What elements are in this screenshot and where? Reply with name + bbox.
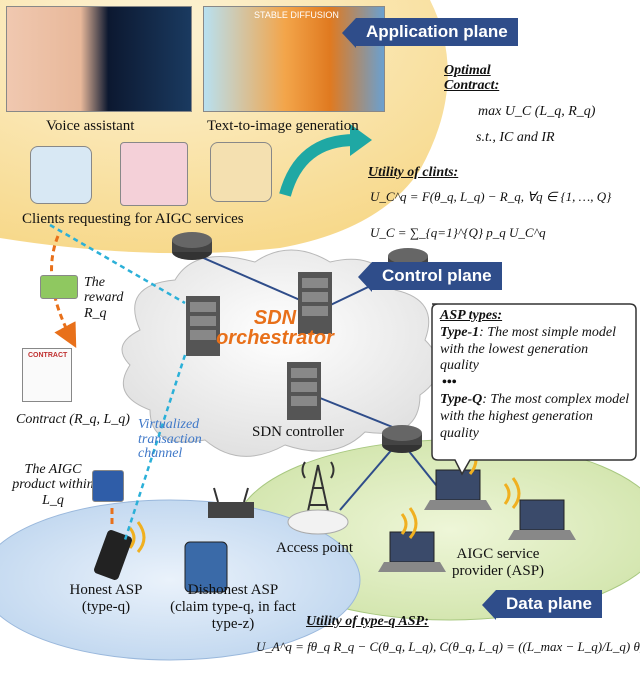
honest-asp-label-2: (type-q) — [81, 599, 131, 615]
contract-document-icon: CONTRACT — [22, 348, 72, 402]
client-utility-eq2: U_C = ∑_{q=1}^{Q} p_q U_C^q — [370, 225, 546, 240]
virtual-channel-label: Virtualized transaction channel — [138, 417, 202, 462]
server-icon — [298, 272, 332, 334]
provider-label-2: provider (ASP) — [451, 563, 545, 579]
smartphone-icon — [94, 530, 132, 580]
client-artist-icon — [120, 142, 188, 206]
text-to-image-label: Text-to-image generation — [207, 118, 359, 134]
server-icon — [186, 296, 220, 356]
access-point-label: Access point — [276, 540, 354, 556]
laptop-icon — [378, 531, 446, 572]
wifi-router-icon — [208, 487, 254, 518]
optimal-contract-constraint: s.t., IC and IR — [476, 130, 555, 145]
asp-utility-eq: U_A^q = fθ_q R_q − C(θ_q, L_q), C(θ_q, L… — [256, 639, 640, 654]
server-icon — [287, 362, 321, 420]
dishonest-asp-label-3: type-z) — [211, 616, 255, 632]
client-utility-eq1: U_C^q = F(θ_q, L_q) − R_q, ∀q ∈ {1, …, Q… — [370, 189, 612, 204]
asp-types-ellipsis: ••• — [442, 375, 457, 391]
contract-document-title: CONTRACT — [28, 352, 68, 359]
asp-type1-label: Type-1 — [440, 324, 480, 340]
optimal-contract-objective: max U_C (L_q, R_q) — [478, 104, 596, 119]
asp-type1: Type-1: The most simple model with the l… — [440, 325, 630, 375]
sdn-controller-label: SDN controller — [252, 424, 345, 440]
application-plane-banner: Application plane — [342, 18, 518, 48]
voice-assistant-image — [6, 6, 192, 112]
clients-label: Clients requesting for AIGC services — [22, 211, 244, 227]
optimal-contract-heading: Optimal Contract: — [444, 63, 500, 93]
sdn-orchestrator-label: SDN orchestrator — [216, 307, 334, 349]
virtual-channel-line-bottom — [123, 354, 187, 541]
asp-type1-text: : The most simple model with the lowest … — [440, 324, 617, 374]
client-vr-headset-icon — [210, 142, 272, 202]
client-utility-heading: Utility of clints: — [368, 165, 459, 180]
reward-arrow — [50, 235, 77, 348]
asp-typeq: Type-Q: The most complex model with the … — [440, 392, 630, 442]
asp-types-box — [431, 303, 637, 476]
control-plane-banner: Control plane — [358, 262, 502, 292]
data-plane-banner: Data plane — [482, 590, 602, 620]
tablet-icon — [184, 541, 228, 593]
money-icon — [40, 275, 78, 299]
router-icon — [382, 425, 422, 453]
reward-label: The reward R_q — [84, 275, 124, 321]
data-plane-blue-region — [0, 499, 361, 661]
image-caption: STABLE DIFFUSION — [254, 10, 339, 20]
provider-label-1: AIGC service — [456, 546, 540, 562]
contract-label: Contract (R_q, L_q) — [16, 412, 130, 427]
honest-asp-label-1: Honest ASP — [69, 582, 143, 598]
asp-types-heading: ASP types: — [440, 308, 503, 323]
aigc-product-label: The AIGC product within L_q — [12, 462, 94, 508]
product-box-icon — [92, 470, 124, 502]
curve-arrow-icon — [279, 134, 356, 197]
asp-typeq-text: : The most complex model with the highes… — [440, 391, 630, 441]
asp-utility-heading: Utility of type-q ASP: — [306, 614, 429, 629]
dishonest-asp-label-1: Dishonest ASP — [187, 582, 279, 598]
router-icon — [172, 232, 212, 260]
laptop-icon — [508, 499, 576, 540]
asp-types-text: ASP types: Type-1: The most simple model… — [440, 308, 630, 442]
laptop-icon — [424, 469, 492, 510]
client-vr-icon — [30, 146, 92, 204]
asp-typeq-label: Type-Q — [440, 391, 483, 407]
hexagon-cluster — [287, 509, 349, 535]
virtual-channel-line-top — [49, 223, 186, 305]
dishonest-asp-label-2: (claim type-q, in fact — [170, 599, 296, 615]
voice-assistant-label: Voice assistant — [46, 118, 135, 134]
